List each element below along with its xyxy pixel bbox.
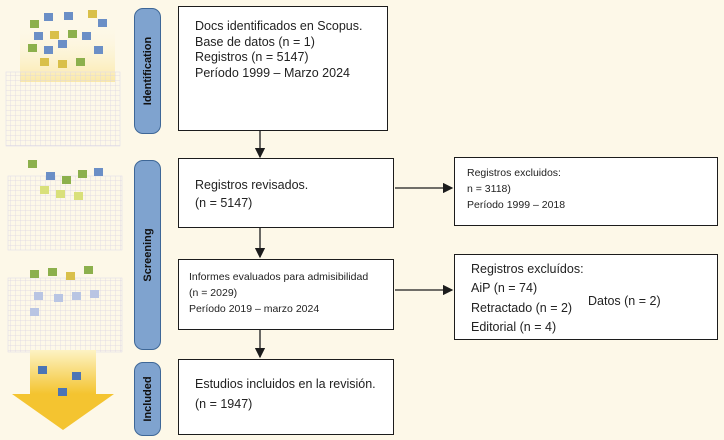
excluded1-line-3: Período 1999 – 2018 [467, 198, 566, 211]
screening-document-cluster [7, 160, 123, 251]
eligibility-document-cluster [7, 266, 123, 353]
eligibility-line-3: Período 2019 – marzo 2024 [189, 302, 320, 315]
stage-tab-included: Included [134, 362, 161, 436]
included-line-1: Estudios incluidos en la revisión. [195, 377, 376, 391]
excluded-records-box-2: Registros excluídos: AiP (n = 74) Retrac… [454, 254, 718, 340]
screened-records-box: Registros revisados. (n = 5147) [178, 158, 394, 228]
stage-tab-identification: Identification [134, 8, 161, 134]
included-studies-box: Estudios incluidos en la revisión. (n = … [178, 359, 394, 435]
eligibility-line-1: Informes evaluados para admisibilidad [189, 271, 369, 283]
screened-line-1: Registros revisados. [195, 178, 309, 192]
stage-tab-screening: Screening [134, 160, 161, 350]
excluded1-line-1: Registros excluidos: [467, 167, 561, 179]
identification-line-2: Base de datos (n = 1) [195, 34, 315, 49]
included-line-2: (n = 1947) [195, 397, 253, 411]
eligibility-line-2: (n = 2029) [189, 286, 238, 299]
excluded-records-box-1: Registros excluidos: n = 3118) Período 1… [454, 157, 718, 226]
identification-line-4: Período 1999 – Marzo 2024 [195, 65, 350, 80]
excluded2-retracted: Retractado (n = 2) [471, 300, 573, 315]
identification-line-1: Docs identificados en Scopus. [195, 19, 363, 33]
excluded2-title: Registros excluídos: [471, 262, 584, 276]
screened-line-2: (n = 5147) [195, 196, 253, 211]
identification-box: Docs identificados en Scopus. Base de da… [178, 6, 388, 131]
folder-icons-group-1 [28, 10, 107, 68]
excluded2-editorial: Editorial (n = 4) [471, 320, 557, 335]
excluded2-aip: AiP (n = 74) [471, 281, 538, 296]
identification-line-3: Registros (n = 5147) [195, 50, 309, 65]
excluded1-line-2: n = 3118) [467, 182, 511, 195]
funnel-arrow [12, 350, 114, 430]
eligibility-box: Informes evaluados para admisibilidad (n… [178, 259, 394, 330]
identification-document-cluster [5, 10, 121, 147]
left-illustration [5, 10, 123, 430]
excluded2-datos: Datos (n = 2) [588, 294, 661, 308]
